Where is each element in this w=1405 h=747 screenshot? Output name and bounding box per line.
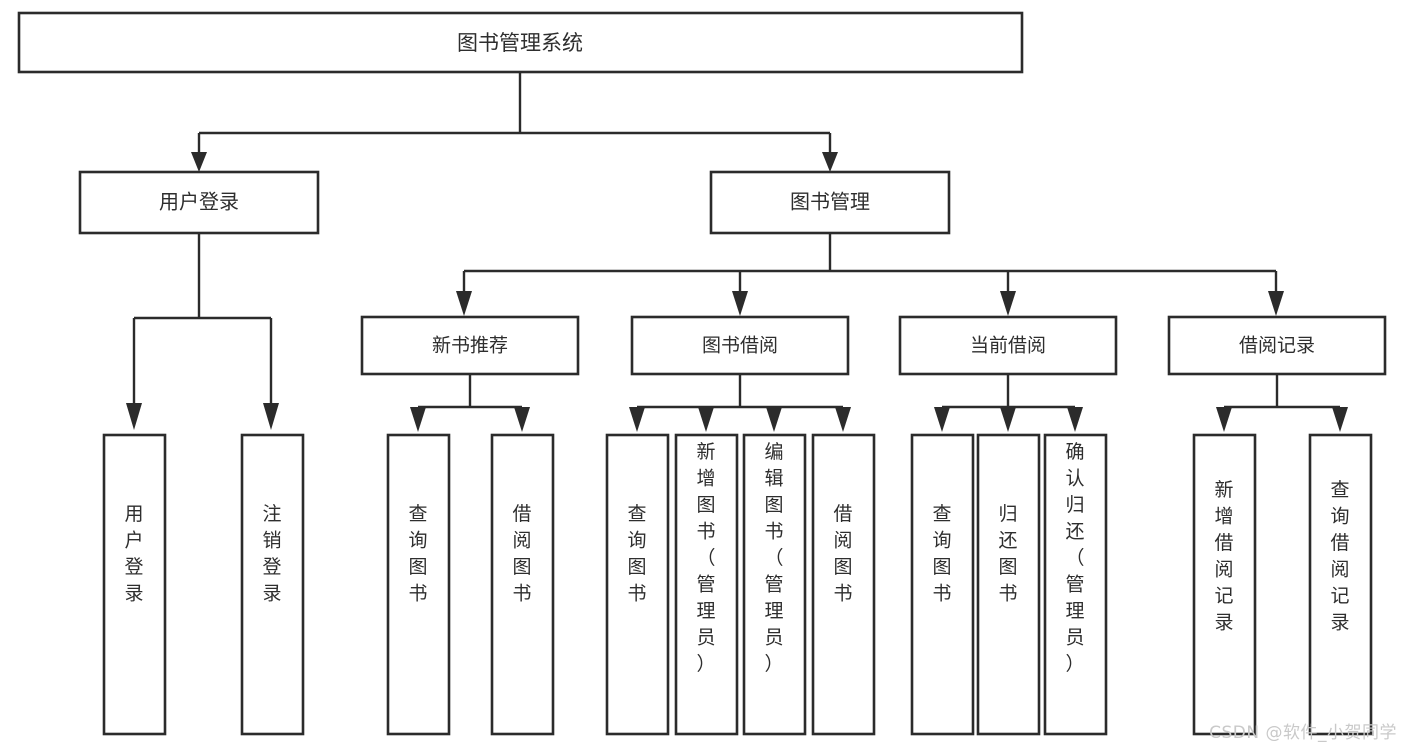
leaf-newbook-query-book-label: 查询图书 [408, 503, 427, 605]
watermark: CSDN @软件_小贺同学 [1209, 723, 1397, 743]
node-new-book-recommend-box [360, 315, 580, 376]
node-book-borrow[interactable]: 图书借阅 [630, 315, 850, 376]
node-book-borrow-box [630, 315, 850, 376]
leaf-bookborrow-query-book-box [605, 433, 670, 736]
node-book-borrow-label: 图书借阅 [702, 335, 778, 357]
leaf-currentborrow-query-book-box [910, 433, 975, 736]
node-new-book-recommend-label: 新书推荐 [432, 335, 508, 357]
connectors [126, 72, 1348, 432]
node-user-login[interactable]: 用户登录 [78, 170, 320, 235]
leaf-borrowrecord-query-record-label: 查询借阅记录 [1330, 479, 1349, 634]
leaf-borrowrecord-query-record[interactable]: 查询借阅记录 [1308, 433, 1373, 736]
leaf-currentborrow-return-book-label: 归还图书 [998, 503, 1017, 605]
arrow-bookborrow-leaf-1 [629, 407, 645, 432]
leaf-borrowrecord-add-record-label: 新增借阅记录 [1214, 479, 1233, 634]
node-book-management-box [709, 170, 951, 235]
node-book-management-label: 图书管理 [790, 190, 870, 214]
node-user-login-label: 用户登录 [159, 190, 239, 214]
leaf-bookborrow-query-book-label: 查询图书 [627, 503, 646, 605]
leaf-bookborrow-add-book-box [674, 433, 739, 736]
arrow-currentborrow-leaf-2 [1000, 407, 1016, 432]
node-book-management[interactable]: 图书管理 [709, 170, 951, 235]
arrow-currentborrow-leaf-3 [1067, 407, 1083, 432]
leaf-user-login-box [102, 433, 167, 736]
arrow-to-book-borrow [732, 291, 748, 316]
arrow-bookborrow-leaf-3 [766, 407, 782, 432]
leaf-borrowrecord-add-record[interactable]: 新增借阅记录 [1192, 433, 1257, 736]
leaf-logout-label: 注销登录 [262, 503, 281, 605]
leaf-bookborrow-borrow-book-box [811, 433, 876, 736]
leaf-currentborrow-confirm-return-box [1043, 433, 1108, 736]
arrow-borrowrecord-leaf-1 [1216, 407, 1232, 432]
leaf-bookborrow-query-book[interactable]: 查询图书 [605, 433, 670, 736]
arrow-to-book-management [822, 152, 838, 172]
leaf-newbook-query-book[interactable]: 查询图书 [386, 433, 451, 736]
leaf-borrowrecord-query-record-box [1308, 433, 1373, 736]
leaf-bookborrow-borrow-book[interactable]: 借阅图书 [811, 433, 876, 736]
node-current-borrow-label: 当前借阅 [970, 335, 1046, 357]
arrow-to-leaf-logout [263, 403, 279, 430]
leaf-borrowrecord-add-record-box [1192, 433, 1257, 736]
node-user-login-box [78, 170, 320, 235]
leaf-logout[interactable]: 注销登录 [240, 433, 305, 736]
leaf-user-login-label: 用户登录 [124, 503, 143, 605]
node-root-book-management-system[interactable]: 图书管理系统 [17, 11, 1024, 74]
node-borrow-record-box [1167, 315, 1387, 376]
leaf-currentborrow-return-book-box [976, 433, 1041, 736]
leaf-bookborrow-edit-book-label: 编辑图书（管理员） [764, 441, 783, 675]
leaf-currentborrow-query-book-label: 查询图书 [932, 503, 951, 605]
leaf-newbook-borrow-book-box [490, 433, 555, 736]
node-borrow-record-label: 借阅记录 [1239, 335, 1315, 357]
leaf-newbook-borrow-book-label: 借阅图书 [512, 503, 531, 605]
arrow-currentborrow-leaf-1 [934, 407, 950, 432]
leaf-logout-box [240, 433, 305, 736]
leaf-currentborrow-confirm-return[interactable]: 确认归还（管理员） [1043, 433, 1108, 736]
arrow-to-current-borrow [1000, 291, 1016, 316]
leaf-bookborrow-edit-book-box [742, 433, 807, 736]
node-current-borrow-box [898, 315, 1118, 376]
arrow-borrowrecord-leaf-2 [1332, 407, 1348, 432]
arrow-newbook-leaf-2 [514, 407, 530, 432]
node-root-label: 图书管理系统 [457, 31, 583, 55]
arrow-newbook-leaf-1 [410, 407, 426, 432]
arrow-to-borrow-record [1268, 291, 1284, 316]
node-root-box [17, 11, 1024, 74]
leaf-bookborrow-borrow-book-label: 借阅图书 [833, 503, 852, 605]
node-new-book-recommend[interactable]: 新书推荐 [360, 315, 580, 376]
arrow-bookborrow-leaf-4 [835, 407, 851, 432]
leaf-newbook-borrow-book[interactable]: 借阅图书 [490, 433, 555, 736]
leaf-bookborrow-add-book-label: 新增图书（管理员） [696, 441, 715, 675]
arrow-bookborrow-leaf-2 [698, 407, 714, 432]
node-current-borrow[interactable]: 当前借阅 [898, 315, 1118, 376]
arrow-to-new-book-recommend [456, 291, 472, 316]
leaf-currentborrow-return-book[interactable]: 归还图书 [976, 433, 1041, 736]
arrow-to-leaf-user-login [126, 403, 142, 430]
arrow-to-user-login [191, 152, 207, 172]
leaf-user-login[interactable]: 用户登录 [102, 433, 167, 736]
node-borrow-record[interactable]: 借阅记录 [1167, 315, 1387, 376]
leaf-newbook-query-book-box [386, 433, 451, 736]
leaf-currentborrow-confirm-return-label: 确认归还（管理员） [1065, 441, 1084, 675]
leaf-bookborrow-edit-book[interactable]: 编辑图书（管理员） [742, 433, 807, 736]
leaf-currentborrow-query-book[interactable]: 查询图书 [910, 433, 975, 736]
leaf-bookborrow-add-book[interactable]: 新增图书（管理员） [674, 433, 739, 736]
